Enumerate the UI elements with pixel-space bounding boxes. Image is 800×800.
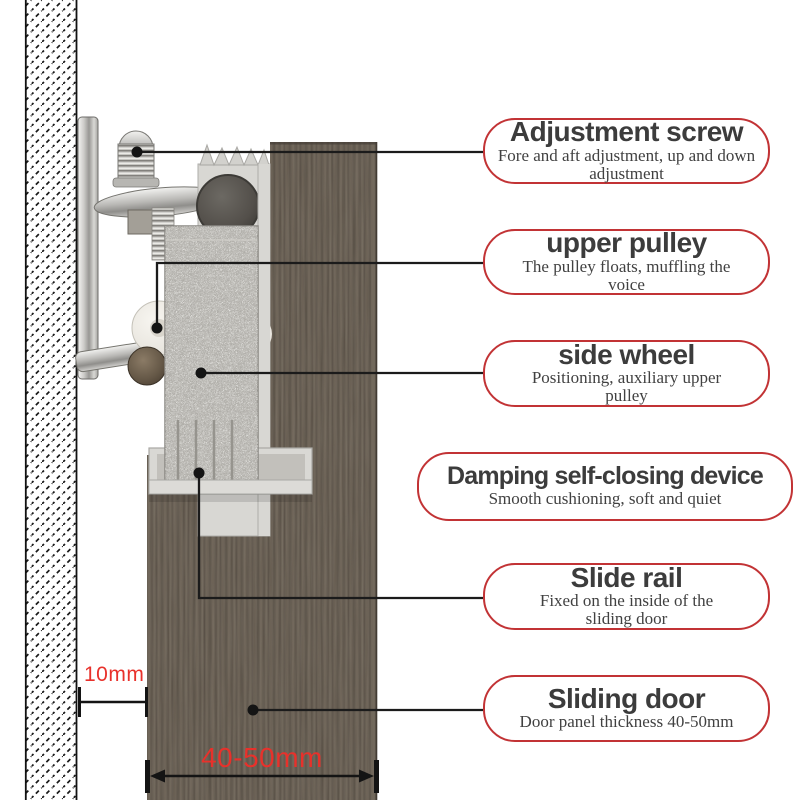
- leader-lines: [137, 150, 483, 712]
- callout-description: The pulley floats, muffling the voice: [522, 256, 731, 294]
- callout-title: Sliding door: [547, 682, 706, 714]
- callout-description: Smooth cushioning, soft and quiet: [488, 488, 722, 508]
- callout-title: Slide rail: [570, 561, 683, 593]
- callout-title: Damping self-closing device: [447, 462, 764, 491]
- wall-gap-dimension-label: 10mm: [84, 663, 145, 686]
- callout-upper-pulley: upper pulley The pulley floats, muffling…: [483, 227, 770, 295]
- callout-description: Door panel thickness 40-50mm: [519, 712, 734, 732]
- leader-dots: [131, 146, 259, 716]
- dimension-door-thickness: [145, 760, 379, 793]
- callout-side-wheel: side wheel Positioning, auxiliary upper …: [483, 340, 770, 407]
- wall-bracket: [75, 116, 159, 380]
- leader-slide-rail: [197, 473, 483, 600]
- leader-upper-pulley: [155, 261, 483, 328]
- slide-rail-block: [164, 225, 259, 489]
- adjustment-screw-part: [93, 130, 227, 351]
- rail-sawtooth: [199, 143, 270, 167]
- callout-description: Fore and aft adjustment, up and down adj…: [497, 145, 756, 183]
- door-thickness-dimension-label: 40-50mm: [201, 742, 323, 773]
- wall-section: [24, 0, 78, 800]
- callout-title: side wheel: [558, 338, 695, 370]
- callout-slide-rail: Slide rail Fixed on the inside of the sl…: [483, 563, 770, 630]
- callout-description: Positioning, auxiliary upper pulley: [531, 368, 722, 406]
- callout-sliding-door: Sliding door Door panel thickness 40-50m…: [483, 675, 770, 742]
- callout-description: Fixed on the inside of the sliding door: [539, 591, 714, 629]
- callout-damping-device: Damping self-closing device Smooth cushi…: [417, 452, 793, 521]
- dimension-wall-gap: [78, 687, 148, 717]
- callout-adjustment-screw: Adjustment screw Fore and aft adjustment…: [483, 116, 770, 184]
- callout-title: upper pulley: [546, 227, 707, 259]
- bronze-roller: [127, 346, 167, 386]
- callout-title: Adjustment screw: [509, 116, 744, 148]
- hardware-assembly: [75, 116, 313, 537]
